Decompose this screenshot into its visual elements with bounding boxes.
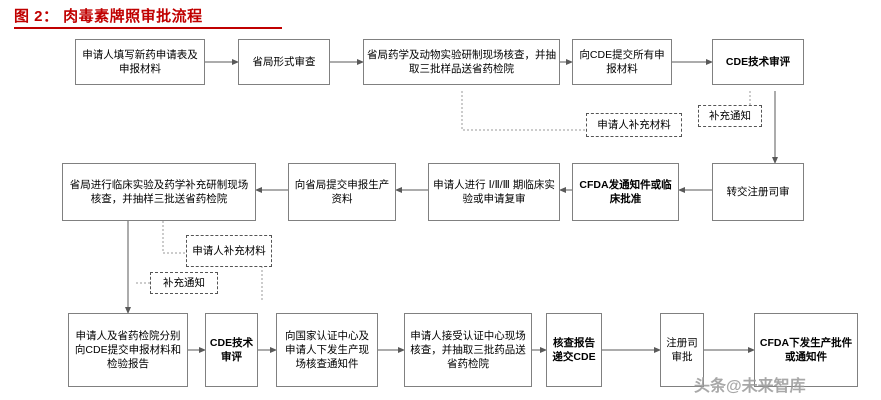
box-cfda-issue[interactable]: CFDA下发生产批件或通知件: [754, 313, 858, 387]
box-prov-clinical-check[interactable]: 省局进行临床实验及药学补充研制现场核查，并抽样三批送省药检院: [62, 163, 256, 221]
box-submit-prov-prod[interactable]: 向省局提交申报生产资料: [288, 163, 396, 221]
note-applicant-supplement-1: 申请人补充材料: [586, 113, 682, 137]
box-submit-cde[interactable]: 向CDE提交所有申报材料: [572, 39, 672, 85]
note-applicant-supplement-2: 申请人补充材料: [186, 235, 272, 267]
box-notify-cert-center[interactable]: 向国家认证中心及申请人下发生产现场核查通知件: [276, 313, 378, 387]
box-cde-review-1[interactable]: CDE技术审评: [712, 39, 804, 85]
box-prov-site-check[interactable]: 省局药学及动物实验研制现场核查，并抽取三批样品送省药检院: [363, 39, 560, 85]
box-onsite-inspection[interactable]: 申请人接受认证中心现场核查，并抽取三批药品送省药检院: [404, 313, 532, 387]
title-underline: [14, 27, 282, 29]
note-supplement-notice-1: 补充通知: [698, 105, 762, 127]
box-prov-form-check[interactable]: 省局形式审查: [238, 39, 330, 85]
watermark: 头条@未来智库: [694, 378, 806, 395]
box-reg-dept-approve[interactable]: 注册司审批: [660, 313, 704, 387]
page-title: 图 2： 肉毒素牌照审批流程: [14, 8, 203, 25]
box-apply-and-lab-submit[interactable]: 申请人及省药检院分别向CDE提交申报材料和检验报告: [68, 313, 188, 387]
box-clinical-trial[interactable]: 申请人进行 Ⅰ/Ⅱ/Ⅲ 期临床实验或申请复审: [428, 163, 560, 221]
box-transfer-reg[interactable]: 转交注册司审: [712, 163, 804, 221]
box-report-to-cde[interactable]: 核查报告递交CDE: [546, 313, 602, 387]
box-apply-form[interactable]: 申请人填写新药申请表及申报材料: [75, 39, 205, 85]
note-supplement-notice-2: 补充通知: [150, 272, 218, 294]
box-cfda-notice[interactable]: CFDA发通知件或临床批准: [572, 163, 679, 221]
box-cde-review-2[interactable]: CDE技术审评: [205, 313, 258, 387]
